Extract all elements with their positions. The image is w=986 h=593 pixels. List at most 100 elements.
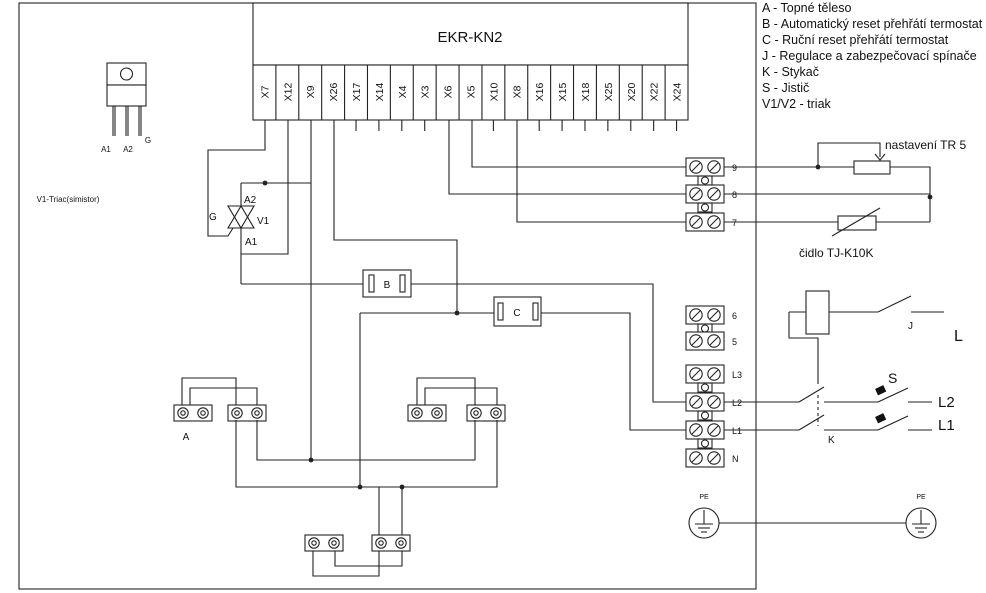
- wire-c-to-l1: [541, 312, 686, 431]
- terminal-block-label: L3: [732, 370, 742, 380]
- triac-package: A1 A2 G V1-Triac(simistor): [37, 62, 151, 204]
- triac-a1-label: A1: [245, 237, 258, 248]
- terminal-label-x18: X18: [580, 83, 592, 102]
- terminal-label-x25: X25: [603, 83, 615, 102]
- triac-symbol-v1: A2 A1 G V1: [207, 120, 270, 284]
- heater-terminal: [407, 404, 447, 422]
- pe-ground-left: PE: [688, 494, 720, 539]
- line-l1-label: L1: [938, 417, 955, 434]
- controller-terminal-strip: X7 X12 X9 X26 X17 X14 X4 X3 X6 X5 X10 X8 X16 X15 X18 X2…: [259, 65, 684, 131]
- wire-heater-b1: [416, 377, 476, 405]
- contactor-k: K: [724, 386, 878, 446]
- heater-a-label: A: [183, 432, 190, 443]
- thermostat-c-label: C: [513, 308, 520, 319]
- terminal-block-label: 8: [732, 190, 737, 200]
- legend-item-b: B - Automatický reset přehřátí termostat: [762, 17, 983, 31]
- terminal-block-label: 7: [732, 218, 737, 228]
- legend-item-j: J - Regulace a zabezpečovací spínače: [762, 49, 977, 63]
- junction-dot: [262, 180, 268, 186]
- terminal-block-l1: L1: [685, 420, 742, 440]
- pin-label-a1: A1: [101, 145, 111, 154]
- controller-ekr-kn2: EKR-KN2 X7 X12 X9 X26 X17 X14 X4 X3 X6 X5 X10 X8 X16…: [252, 2, 689, 131]
- wire-heater-bus1: [256, 420, 476, 461]
- thermostat-b: B: [362, 269, 412, 298]
- wire-x6-to-8: [448, 120, 686, 195]
- terminal-block-label: 5: [732, 337, 737, 347]
- setting-label: nastavení TR 5: [885, 138, 966, 152]
- terminal-label-x7: X7: [259, 85, 271, 98]
- wire-x12: [241, 120, 289, 255]
- wire-heater-c4: [334, 551, 403, 567]
- terminal-label-x5: X5: [466, 85, 478, 98]
- pe-left-label: PE: [699, 494, 709, 501]
- sensor-tj-k10k: čidlo TJ-K10K: [724, 207, 930, 260]
- terminal-label-x14: X14: [374, 83, 386, 102]
- setting-tr5: nastavení TR 5: [724, 138, 966, 222]
- wire-x8-to-7: [516, 120, 686, 223]
- terminal-label-x15: X15: [557, 83, 569, 102]
- pin-label-g: G: [145, 136, 151, 145]
- terminal-block-n: N: [685, 448, 739, 468]
- legend-item-c: C - Ruční reset přehřátí termostat: [762, 33, 949, 47]
- terminal-label-x26: X26: [328, 83, 340, 102]
- terminal-label-x20: X20: [626, 83, 638, 102]
- terminal-label-x4: X4: [397, 85, 409, 98]
- triac-g-label: G: [209, 212, 217, 223]
- breaker-s: S L2 L1: [875, 370, 955, 434]
- line-l-label: L: [954, 328, 963, 345]
- contactor-k-label: K: [828, 435, 835, 446]
- wire-heater-c3: [312, 551, 380, 577]
- controller-title: EKR-KN2: [437, 29, 502, 46]
- thermostat-c: C: [493, 296, 542, 327]
- heater-terminal: [227, 404, 267, 422]
- relay-j-label: J: [908, 321, 913, 332]
- terminal-label-x12: X12: [282, 83, 294, 102]
- pe-right-label: PE: [916, 494, 926, 501]
- terminal-block-6: 6: [685, 305, 737, 325]
- triac-caption: V1-Triac(simistor): [37, 195, 100, 204]
- pe-ground-right: PE: [905, 494, 937, 539]
- line-l2-label: L2: [938, 394, 955, 411]
- terminal-block-label: N: [732, 454, 739, 464]
- terminal-label-x17: X17: [351, 83, 363, 102]
- wire-heater-bus2: [235, 420, 498, 488]
- terminal-block-label: L2: [732, 398, 742, 408]
- legend: A - Topné těleso B - Automatický reset p…: [762, 0, 984, 112]
- terminal-block-label: L1: [732, 426, 742, 436]
- breaker-s-label: S: [888, 370, 897, 386]
- triac-a2-label: A2: [244, 195, 257, 206]
- terminal-block-7: 7: [685, 212, 737, 232]
- terminal-label-x16: X16: [534, 83, 546, 102]
- terminal-block-label: 9: [732, 163, 737, 173]
- thermostat-b-label: B: [384, 280, 391, 291]
- terminal-label-x10: X10: [488, 83, 500, 102]
- wire-heater-b2: [424, 387, 498, 405]
- terminal-block-label: 6: [732, 311, 737, 321]
- terminal-label-x22: X22: [649, 83, 661, 102]
- terminal-label-x3: X3: [420, 85, 432, 98]
- triac-v1-label: V1: [257, 216, 270, 227]
- heater-terminal: [304, 534, 344, 552]
- wire-x26: [333, 120, 458, 313]
- heater-terminal: [371, 534, 411, 552]
- junction-dot: [308, 457, 314, 463]
- heater-terminal: [466, 404, 506, 422]
- terminal-block-l3: L3: [685, 364, 742, 384]
- heater-terminal: [173, 404, 213, 422]
- terminal-label-x6: X6: [443, 85, 455, 98]
- relay-j: J L: [788, 290, 963, 384]
- heating-elements: [173, 404, 506, 552]
- terminal-label-x24: X24: [672, 83, 684, 102]
- legend-item-a: A - Topné těleso: [762, 1, 852, 15]
- legend-item-s: S - Jistič: [762, 81, 810, 95]
- wire-x5-to-9: [471, 120, 686, 168]
- terminal-label-x8: X8: [511, 85, 523, 98]
- pin-label-a2: A2: [123, 145, 133, 154]
- terminal-block-5: 5: [685, 331, 737, 351]
- wire-heater-a1: [181, 377, 237, 405]
- legend-item-v: V1/V2 - triak: [762, 97, 831, 111]
- legend-item-k: K - Stykač: [762, 65, 819, 79]
- terminal-label-x9: X9: [305, 85, 317, 98]
